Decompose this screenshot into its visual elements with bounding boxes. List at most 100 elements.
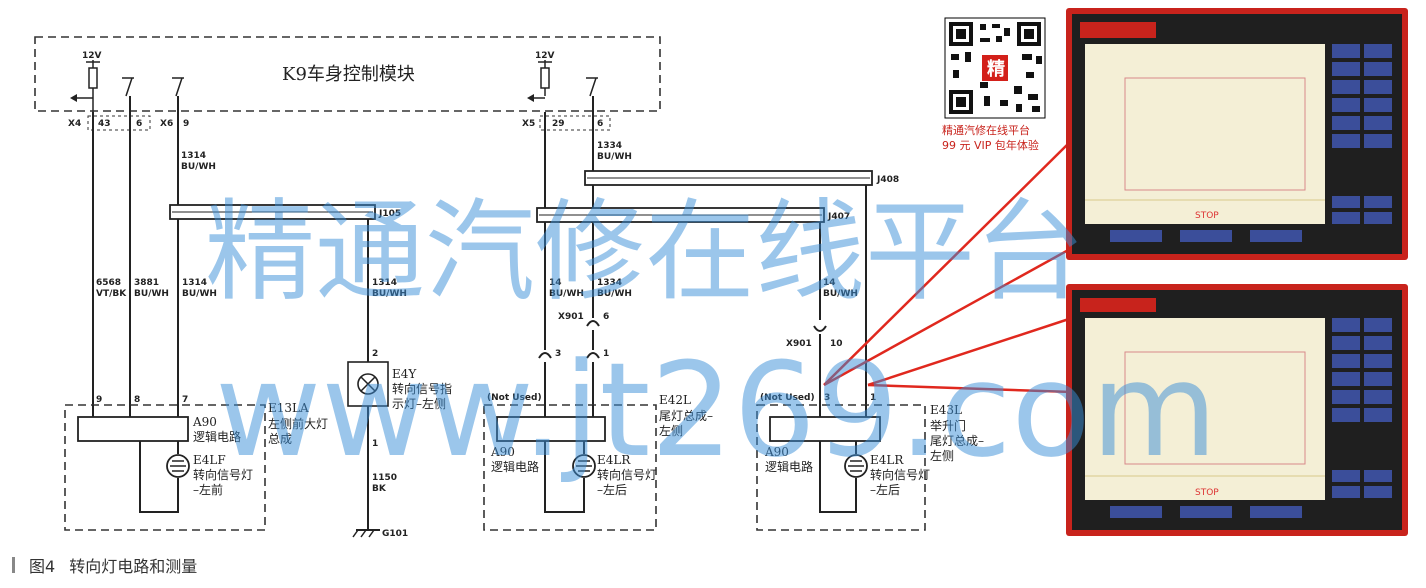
conn-x4: X4	[68, 119, 81, 129]
pin-label: 2	[372, 349, 378, 359]
scope-stop: STOP	[1195, 211, 1219, 221]
conn-label: X901	[786, 339, 812, 349]
component-name: 示灯–左侧	[392, 396, 446, 411]
switch-icon	[122, 77, 134, 97]
wire-label: BU/WH	[823, 289, 858, 299]
connector-icon	[586, 320, 600, 327]
arrow-icon	[527, 94, 534, 102]
wire-label: 1334	[597, 278, 622, 288]
watermark-line2: www.jt269.com	[215, 334, 1218, 486]
bcm-module-box	[34, 36, 661, 112]
pin-label: 1	[372, 439, 378, 449]
pin-label: 43	[98, 119, 111, 129]
component-name: –左后	[597, 482, 627, 497]
component-name: 转向信号灯	[870, 467, 930, 482]
wire-label: 1314	[372, 278, 397, 288]
component-name: 左侧	[930, 448, 954, 463]
component-code: E4LF	[193, 453, 226, 467]
component-code: E4Y	[392, 367, 417, 381]
wires	[92, 96, 867, 530]
wire-label: 6568	[96, 278, 121, 288]
component-name: 转向信号灯	[193, 467, 253, 482]
splice-label: J408	[876, 175, 899, 185]
caption-figure: 图4	[29, 557, 56, 576]
caption-text: 转向灯电路和测量	[69, 557, 198, 576]
component-code: A90	[764, 445, 789, 459]
pin-label: 3	[555, 349, 561, 359]
diagram-svg: K9车身控制模块 12V 12V X4 43 6 X6 9 X5 29 6	[34, 8, 1408, 539]
component-code: E42L	[659, 393, 691, 407]
promo-line2: 99 元 VIP 包年体验	[942, 138, 1039, 152]
v12-label-b: 12V	[535, 51, 555, 61]
wire-label: 14	[823, 278, 836, 288]
wire-label: BU/WH	[597, 152, 632, 162]
component-name: 逻辑电路	[491, 459, 539, 474]
arrow-icon	[70, 94, 77, 102]
qr-code	[944, 17, 1046, 119]
pin-label: 29	[552, 119, 565, 129]
pin-label: 6	[603, 312, 609, 322]
fuse-icon	[88, 67, 98, 89]
splice-label: J105	[378, 209, 401, 219]
pin-label: 8	[134, 395, 140, 405]
e42l-box	[483, 404, 657, 531]
wire-label: 1150	[372, 473, 397, 483]
component-code: E13LA	[268, 401, 309, 415]
wire-label: BU/WH	[182, 289, 217, 299]
pin-label: 1	[870, 393, 876, 403]
component-name: 左侧	[659, 423, 683, 438]
component-name: 尾灯总成–	[659, 409, 713, 423]
pin-label: 9	[183, 119, 189, 129]
scope-stop: STOP	[1195, 488, 1219, 498]
component-name: 总成	[268, 432, 292, 446]
component-name: 逻辑电路	[765, 459, 813, 474]
wire-label: BU/WH	[181, 162, 216, 172]
pin-label: 10	[830, 339, 843, 349]
conn-label: X901	[558, 312, 584, 322]
component-name: –左后	[870, 482, 900, 497]
connector-icon	[813, 325, 827, 332]
wire-label: BU/WH	[134, 289, 169, 299]
a90-logic-block	[496, 416, 606, 442]
probe-lines	[823, 139, 1073, 394]
pin-label: 9	[96, 395, 102, 405]
wire-label: VT/BK	[96, 289, 127, 299]
conn-x5: X5	[522, 119, 535, 129]
component-name: 逻辑电路	[193, 429, 241, 444]
wire-label: 1314	[182, 278, 207, 288]
oscilloscope-top: STOP	[1066, 8, 1408, 260]
splice-label: J407	[827, 212, 850, 222]
a90-logic-block	[769, 416, 881, 442]
wire-label: BU/WH	[597, 289, 632, 299]
component-code: A90	[490, 445, 515, 459]
component-code: E43L	[930, 403, 962, 417]
wire-label: 1334	[597, 141, 622, 151]
wire-label: 3881	[134, 278, 159, 288]
promo-line1: 精通汽修在线平台	[942, 123, 1030, 137]
pin-label: 3	[824, 393, 830, 403]
a90-logic-block	[77, 416, 189, 442]
oscilloscope-bottom: STOP	[1066, 284, 1408, 536]
module-title: K9车身控制模块	[282, 64, 415, 85]
qr-badge: 精	[987, 58, 1005, 80]
scope-screen	[1085, 44, 1325, 224]
component-name: 尾灯总成–	[930, 434, 984, 448]
watermark-line1: 精通汽修在线平台	[205, 188, 1085, 316]
pin-label: 6	[136, 119, 142, 129]
ground-label: G101	[382, 529, 408, 539]
fuse-icon	[540, 67, 550, 89]
component-name: 左侧前大灯	[268, 416, 328, 431]
component-name: 转向信号指	[392, 381, 452, 396]
wire-label: 14	[549, 278, 562, 288]
wire-label: 1314	[181, 151, 206, 161]
wire-label: BK	[372, 484, 387, 494]
component-name: 举升门	[930, 418, 966, 433]
e13la-box	[64, 404, 266, 531]
not-used-label: (Not Used)	[760, 393, 815, 403]
wire-label: BU/WH	[549, 289, 584, 299]
component-code: E4LR	[870, 453, 904, 467]
wire-label: BU/WH	[372, 289, 407, 299]
pin-label: 7	[182, 395, 188, 405]
caption-bar	[12, 557, 15, 573]
